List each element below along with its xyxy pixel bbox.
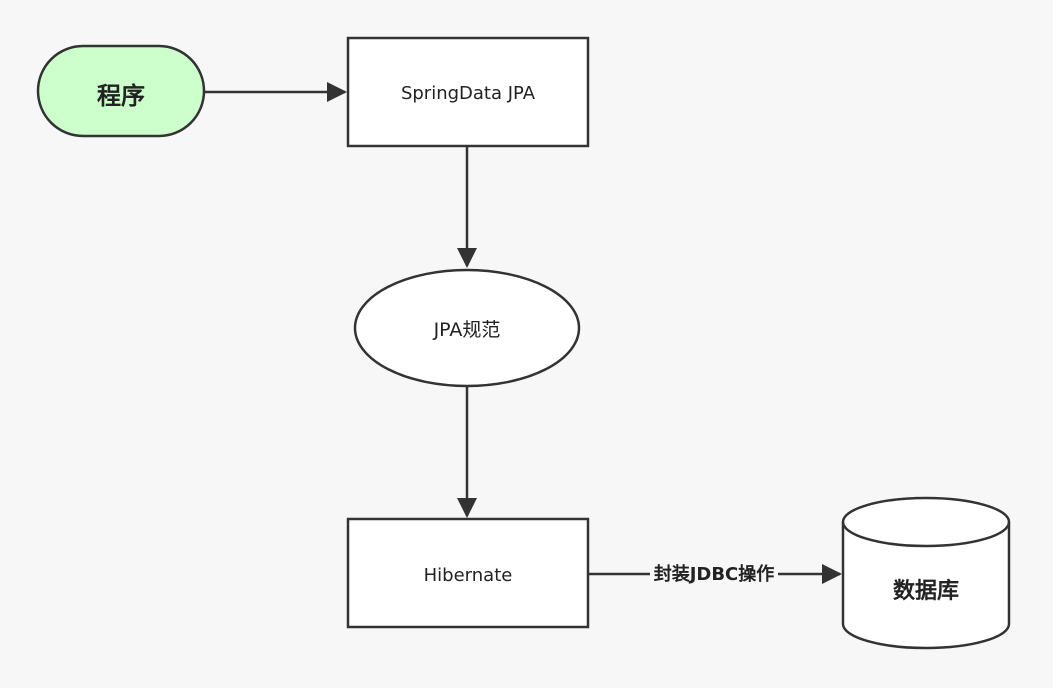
node-database[interactable]: 数据库	[841, 496, 1011, 650]
node-jpa-spec-label: JPA规范	[433, 319, 501, 341]
node-program-label: 程序	[97, 82, 145, 110]
node-hibernate[interactable]: Hibernate	[346, 517, 590, 629]
node-hibernate-label: Hibernate	[424, 565, 513, 586]
edge-label-jdbc-text: 封装JDBC操作	[654, 563, 775, 585]
node-springdata-label: SpringData JPA	[401, 83, 536, 104]
edge-label-jdbc: 封装JDBC操作	[650, 562, 778, 586]
node-database-label: 数据库	[893, 578, 959, 604]
node-program[interactable]: 程序	[36, 44, 206, 138]
node-jpa-spec[interactable]: JPA规范	[353, 268, 581, 388]
node-springdata[interactable]: SpringData JPA	[346, 36, 590, 148]
